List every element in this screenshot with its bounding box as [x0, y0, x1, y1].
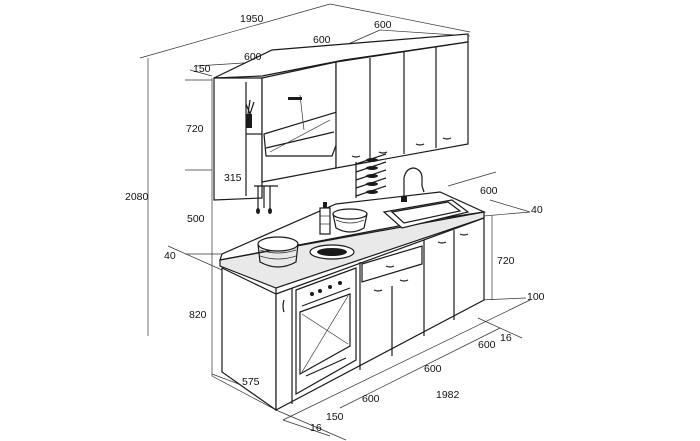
- dim-upper-top-right-width: 600: [374, 19, 392, 31]
- shelf-vase: [245, 99, 255, 128]
- bowl-plate: [309, 244, 355, 260]
- dim-base-width-mid: 600: [424, 363, 442, 375]
- dim-side-gap-right: 16: [500, 332, 512, 344]
- dim-base-depth: 575: [242, 376, 260, 388]
- dim-total-width: 1950: [240, 13, 264, 25]
- dim-total-height: 2080: [125, 191, 149, 203]
- dim-counter-thickness-left: 40: [164, 250, 176, 262]
- dim-base-total-width: 1982: [436, 389, 460, 401]
- bottle: [319, 202, 331, 235]
- dim-plinth-height: 100: [527, 291, 545, 303]
- dim-counter-thickness-right: 40: [531, 204, 543, 216]
- dim-base-width-left: 600: [362, 393, 380, 405]
- cooking-pot: [257, 236, 299, 268]
- dim-shelf-height: 315: [224, 172, 242, 184]
- dim-base-cabinet-height: 720: [497, 255, 515, 267]
- dim-counter-depth: 600: [480, 185, 498, 197]
- dim-backsplash-height: 500: [187, 213, 205, 225]
- dim-upper-top-mid-width: 600: [313, 34, 331, 46]
- upper-cabinets: [213, 33, 469, 201]
- dim-upper-left-width: 600: [244, 51, 262, 63]
- pan-rack: [355, 153, 387, 198]
- dim-upper-depth: 150: [193, 63, 211, 75]
- oven: [295, 267, 357, 396]
- dimension-labels: 1950 600 600 600 150 720 315 2080 500 40…: [125, 13, 545, 434]
- hanging-utensils: [254, 185, 278, 214]
- dim-side-gap-left: 16: [310, 422, 322, 434]
- faucet: [401, 167, 425, 202]
- fruit-basket: [332, 208, 368, 233]
- dim-base-width-right: 600: [478, 339, 496, 351]
- dim-upper-height: 720: [186, 123, 204, 135]
- dim-plinth-offset: 150: [326, 411, 344, 423]
- dim-base-height: 820: [189, 309, 207, 321]
- sink: [382, 199, 470, 229]
